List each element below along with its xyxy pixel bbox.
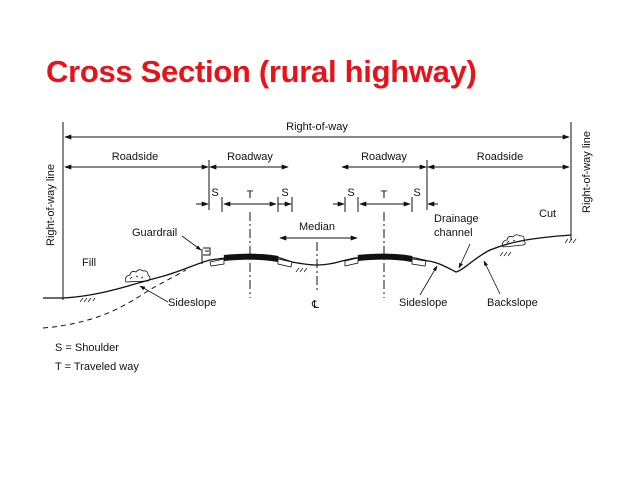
- shoulder-block-1: [209, 258, 225, 267]
- guardrail-label: Guardrail: [132, 227, 177, 239]
- shoulder-label-3: S: [347, 187, 354, 199]
- cut-label: Cut: [539, 208, 556, 220]
- right-of-way-line-left-label: Right-of-way line: [45, 164, 57, 246]
- original-ground-dashed: [42, 269, 187, 329]
- legend-shoulder: S = Shoulder: [55, 342, 119, 354]
- slide-title: Cross Section (rural highway): [46, 54, 477, 89]
- traveled-label-1: T: [247, 189, 254, 201]
- shoulder-block-3: [344, 257, 359, 267]
- guardrail-icon: [201, 247, 211, 264]
- sideslope-right-leader: [419, 265, 438, 296]
- sideslope-left-leader: [139, 285, 169, 303]
- shoulder-block-4: [411, 258, 427, 267]
- right-of-way-label: Right-of-way: [286, 121, 348, 133]
- right-of-way-line-right-label: Right-of-way line: [581, 131, 593, 213]
- pavement-right: [357, 253, 413, 262]
- drainage-channel-label-2: channel: [434, 227, 473, 239]
- ground-hatch: [79, 238, 577, 303]
- shoulder-label-2: S: [281, 187, 288, 199]
- drainage-channel-label-1: Drainage: [434, 213, 479, 225]
- roadway-left-label: Roadway: [227, 151, 273, 163]
- median-label: Median: [299, 221, 335, 233]
- guardrail-leader: [181, 235, 202, 251]
- shoulder-label-4: S: [413, 187, 420, 199]
- shrub-right-icon: [502, 234, 526, 248]
- sideslope-right-label: Sideslope: [399, 297, 447, 309]
- shoulder-block-2: [277, 258, 293, 268]
- backslope-label: Backslope: [487, 297, 538, 309]
- legend-traveled-way: T = Traveled way: [55, 361, 139, 373]
- fill-label: Fill: [82, 257, 96, 269]
- roadside-right-label: Roadside: [477, 151, 523, 163]
- ground-profile: [43, 234, 572, 299]
- shoulder-label-1: S: [211, 187, 218, 199]
- sideslope-left-label: Sideslope: [168, 297, 216, 309]
- drainage-leader: [458, 243, 471, 269]
- shrub-left-icon: [125, 269, 151, 283]
- centerline-symbol: ℄: [311, 299, 319, 311]
- traveled-label-2: T: [381, 189, 388, 201]
- backslope-leader: [483, 260, 501, 295]
- roadside-left-label: Roadside: [112, 151, 158, 163]
- roadway-right-label: Roadway: [361, 151, 407, 163]
- pavement-left: [223, 253, 279, 262]
